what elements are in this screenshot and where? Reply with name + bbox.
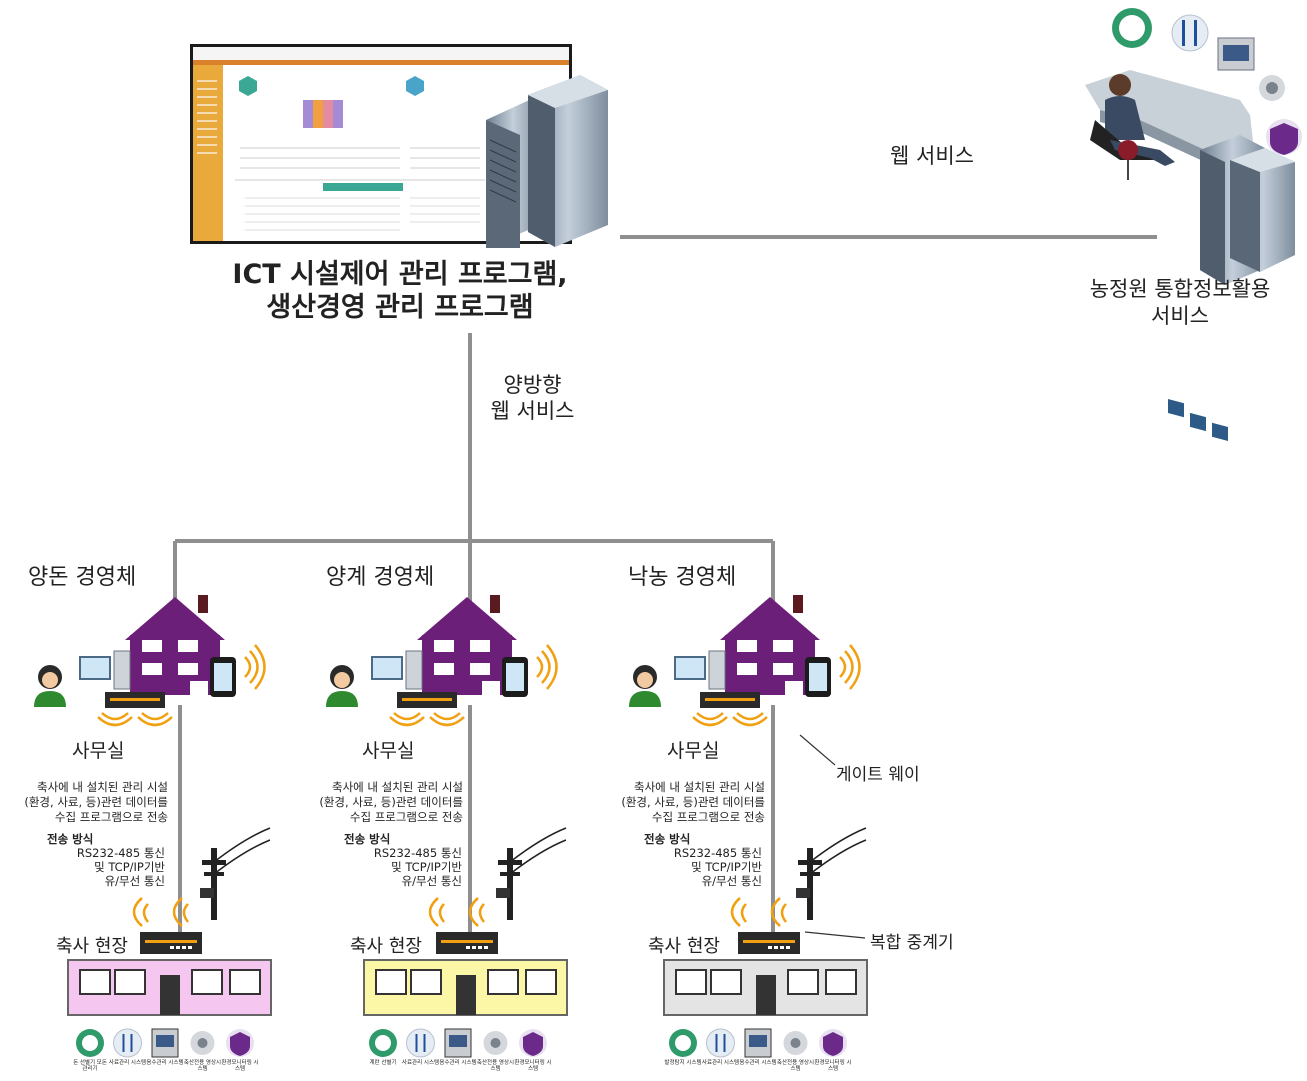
program-title: ICT 시설제어 관리 프로그램, 생산경영 관리 프로그램 bbox=[190, 258, 610, 324]
remote-service-name: 농정원 통합정보활용 서비스 bbox=[1060, 276, 1300, 330]
desc-line: 수집 프로그램으로 전송 bbox=[651, 810, 765, 824]
trans-line: RS232-485 통신 bbox=[673, 846, 762, 860]
system-label: 음수관리 시스템 bbox=[739, 1060, 777, 1066]
sorter-icon bbox=[369, 1029, 397, 1057]
system-label: 환경모니터링 시스템 bbox=[221, 1060, 259, 1072]
web-service-label: 웹 서비스 bbox=[890, 144, 974, 168]
repeater-icon bbox=[132, 896, 204, 956]
system-label: 환경모니터링 시스템 bbox=[514, 1060, 552, 1072]
farm-description: 축사에 내 설치된 관리 시설 (환경, 사료, 등)관련 데이터를 수집 프로… bbox=[0, 780, 168, 825]
water-icon bbox=[444, 1028, 472, 1058]
feed-icon bbox=[406, 1028, 435, 1058]
system-label: 돈 선별기 모돈 관리기 bbox=[73, 1060, 107, 1072]
water-icon bbox=[151, 1028, 179, 1058]
repeater-icon bbox=[730, 896, 802, 956]
farm-name: 양돈 경영체 bbox=[28, 565, 137, 590]
office-label: 사무실 bbox=[362, 740, 415, 762]
transmission-title: 전송 방식 bbox=[644, 832, 691, 846]
site-label: 축사 현장 bbox=[648, 936, 720, 957]
farm-office-pig bbox=[32, 593, 266, 727]
feed-icon bbox=[706, 1028, 735, 1058]
transmission-method: 전송 방식 RS232-485 통신 및 TCP/IP기반 유/무선 통신 bbox=[344, 832, 462, 888]
utility-pole-icon bbox=[796, 828, 866, 920]
system-label: 사료관리 시스템 bbox=[108, 1060, 147, 1066]
trans-line: 및 TCP/IP기반 bbox=[391, 860, 462, 874]
desc-line: 축사에 내 설치된 관리 시설 bbox=[633, 780, 765, 794]
system-label: 발정탐지 시스템 bbox=[664, 1060, 702, 1066]
barn-pig bbox=[67, 959, 272, 1016]
feed-icon bbox=[113, 1028, 142, 1058]
site-label: 축사 현장 bbox=[350, 936, 422, 957]
utility-pole-icon bbox=[200, 828, 270, 920]
water-icon bbox=[744, 1028, 772, 1058]
trans-line: RS232-485 통신 bbox=[373, 846, 462, 860]
shield-icon bbox=[226, 1029, 254, 1057]
trans-line: 및 TCP/IP기반 bbox=[94, 860, 165, 874]
farm-office-dairy bbox=[627, 593, 861, 727]
sorter-icon bbox=[76, 1029, 104, 1057]
bidirectional-line2: 웹 서비스 bbox=[490, 399, 575, 423]
desc-line: (환경, 사료, 등)관련 데이터를 bbox=[24, 795, 168, 809]
office-label: 사무실 bbox=[667, 740, 720, 762]
system-label: 음수관리 시스템 bbox=[146, 1060, 184, 1066]
farm-description: 축사에 내 설치된 관리 시설 (환경, 사료, 등)관련 데이터를 수집 프로… bbox=[595, 780, 765, 825]
system-label: 축산전용 영상시스템 bbox=[183, 1060, 222, 1072]
transmission-method: 전송 방식 RS232-485 통신 및 TCP/IP기반 유/무선 통신 bbox=[47, 832, 165, 888]
transmission-title: 전송 방식 bbox=[47, 832, 94, 846]
trans-line: 유/무선 통신 bbox=[701, 874, 762, 888]
system-label: 사료관리 시스템 bbox=[701, 1060, 740, 1066]
system-label: 환경모니터링 시스템 bbox=[814, 1060, 852, 1072]
system-label: 사료관리 시스템 bbox=[401, 1060, 440, 1066]
network-links bbox=[173, 235, 1157, 935]
repeater-callout: 복합 중계기 bbox=[870, 933, 954, 953]
trans-line: 유/무선 통신 bbox=[401, 874, 462, 888]
program-title-line1: ICT 시설제어 관리 프로그램, bbox=[232, 259, 568, 290]
central-server-icon bbox=[486, 75, 608, 248]
shield-icon bbox=[819, 1029, 847, 1057]
desc-line: 수집 프로그램으로 전송 bbox=[54, 810, 168, 824]
barn-poultry bbox=[363, 959, 568, 1016]
shield-icon bbox=[519, 1029, 547, 1057]
trans-line: 및 TCP/IP기반 bbox=[691, 860, 762, 874]
control-center-icon bbox=[1085, 70, 1295, 442]
utility-pole-icon bbox=[496, 828, 566, 920]
site-label: 축사 현장 bbox=[56, 936, 128, 957]
bidirectional-line1: 양방향 bbox=[503, 373, 562, 397]
farm-description: 축사에 내 설치된 관리 시설 (환경, 사료, 등)관련 데이터를 수집 프로… bbox=[293, 780, 463, 825]
system-label: 축산전용 영상시스템 bbox=[776, 1060, 815, 1072]
gateway-leader bbox=[799, 734, 836, 766]
program-title-line2: 생산경영 관리 프로그램 bbox=[266, 292, 534, 323]
trans-line: RS232-485 통신 bbox=[76, 846, 165, 860]
gateway-callout: 게이트 웨이 bbox=[836, 765, 920, 785]
transmission-method: 전송 방식 RS232-485 통신 및 TCP/IP기반 유/무선 통신 bbox=[644, 832, 762, 888]
remote-service-line1: 농정원 통합정보활용 bbox=[1089, 277, 1271, 301]
desc-line: 축사에 내 설치된 관리 시설 bbox=[331, 780, 463, 794]
barn-dairy bbox=[663, 959, 868, 1016]
farm-name: 낙농 경영체 bbox=[628, 565, 737, 590]
remote-system-icons bbox=[1112, 8, 1302, 155]
trans-line: 유/무선 통신 bbox=[104, 874, 165, 888]
camera-icon bbox=[190, 1031, 215, 1055]
sorter-icon bbox=[669, 1029, 697, 1057]
system-label: 계란 선별기 bbox=[369, 1060, 397, 1066]
system-icon-rows bbox=[76, 1028, 847, 1058]
farm-name: 양계 경영체 bbox=[326, 565, 435, 590]
farm-office-poultry bbox=[324, 593, 558, 727]
transmission-title: 전송 방식 bbox=[344, 832, 391, 846]
desc-line: 수집 프로그램으로 전송 bbox=[349, 810, 463, 824]
repeater-icon bbox=[428, 896, 500, 956]
office-label: 사무실 bbox=[72, 740, 125, 762]
desc-line: 축사에 내 설치된 관리 시설 bbox=[36, 780, 168, 794]
system-label: 축산전용 영상시스템 bbox=[476, 1060, 515, 1072]
remote-service-line2: 서비스 bbox=[1151, 304, 1209, 328]
camera-icon bbox=[483, 1031, 508, 1055]
bidirectional-label: 양방향 웹 서비스 bbox=[470, 372, 595, 424]
system-label: 음수관리 시스템 bbox=[439, 1060, 477, 1066]
camera-icon bbox=[783, 1031, 808, 1055]
desc-line: (환경, 사료, 등)관련 데이터를 bbox=[621, 795, 765, 809]
repeater-leader bbox=[804, 931, 866, 939]
desc-line: (환경, 사료, 등)관련 데이터를 bbox=[319, 795, 463, 809]
